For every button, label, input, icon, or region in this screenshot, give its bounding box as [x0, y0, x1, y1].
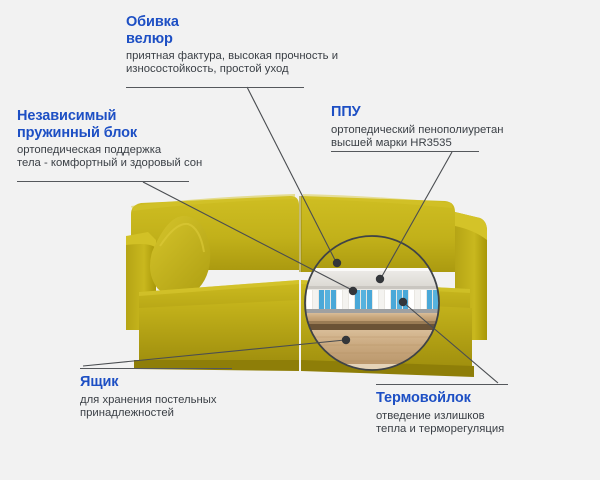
- callout-thermofelt: Термовойлок отведение излишков тепла и т…: [376, 384, 596, 436]
- callout-spring-block-title: Независимый пружинный блок: [17, 108, 138, 141]
- callout-drawer-title: Ящик: [80, 374, 119, 390]
- callout-upholstery-rule: [126, 87, 304, 88]
- callout-spring-block-rule: [17, 181, 189, 182]
- callout-ppu-desc: ортопедический пенополиуретан высшей мар…: [331, 123, 504, 149]
- callout-spring-block-desc: ортопедическая поддержка тела - комфортн…: [17, 144, 203, 170]
- callout-drawer-desc: для хранения постельных принадлежностей: [80, 393, 217, 419]
- callout-thermofelt-title: Термовойлок: [376, 390, 471, 406]
- callout-ppu: ППУ ортопедический пенополиуретан высшей…: [331, 104, 593, 152]
- callout-spring-block: Независимый пружинный блок ортопедическа…: [17, 108, 297, 182]
- callout-upholstery: Обивка велюр приятная фактура, высокая п…: [126, 14, 426, 88]
- cutaway-contents: [305, 268, 439, 370]
- callout-thermofelt-rule: [376, 384, 508, 385]
- callout-drawer-rule: [80, 368, 232, 369]
- callout-ppu-title: ППУ: [331, 104, 361, 120]
- callout-upholstery-title: Обивка велюр: [126, 14, 179, 47]
- callout-ppu-rule: [331, 151, 479, 152]
- callout-drawer: Ящик для хранения постельных принадлежно…: [80, 368, 310, 420]
- callout-upholstery-desc: приятная фактура, высокая прочность и из…: [126, 50, 338, 76]
- callout-thermofelt-desc: отведение излишков тепла и терморегуляци…: [376, 409, 505, 435]
